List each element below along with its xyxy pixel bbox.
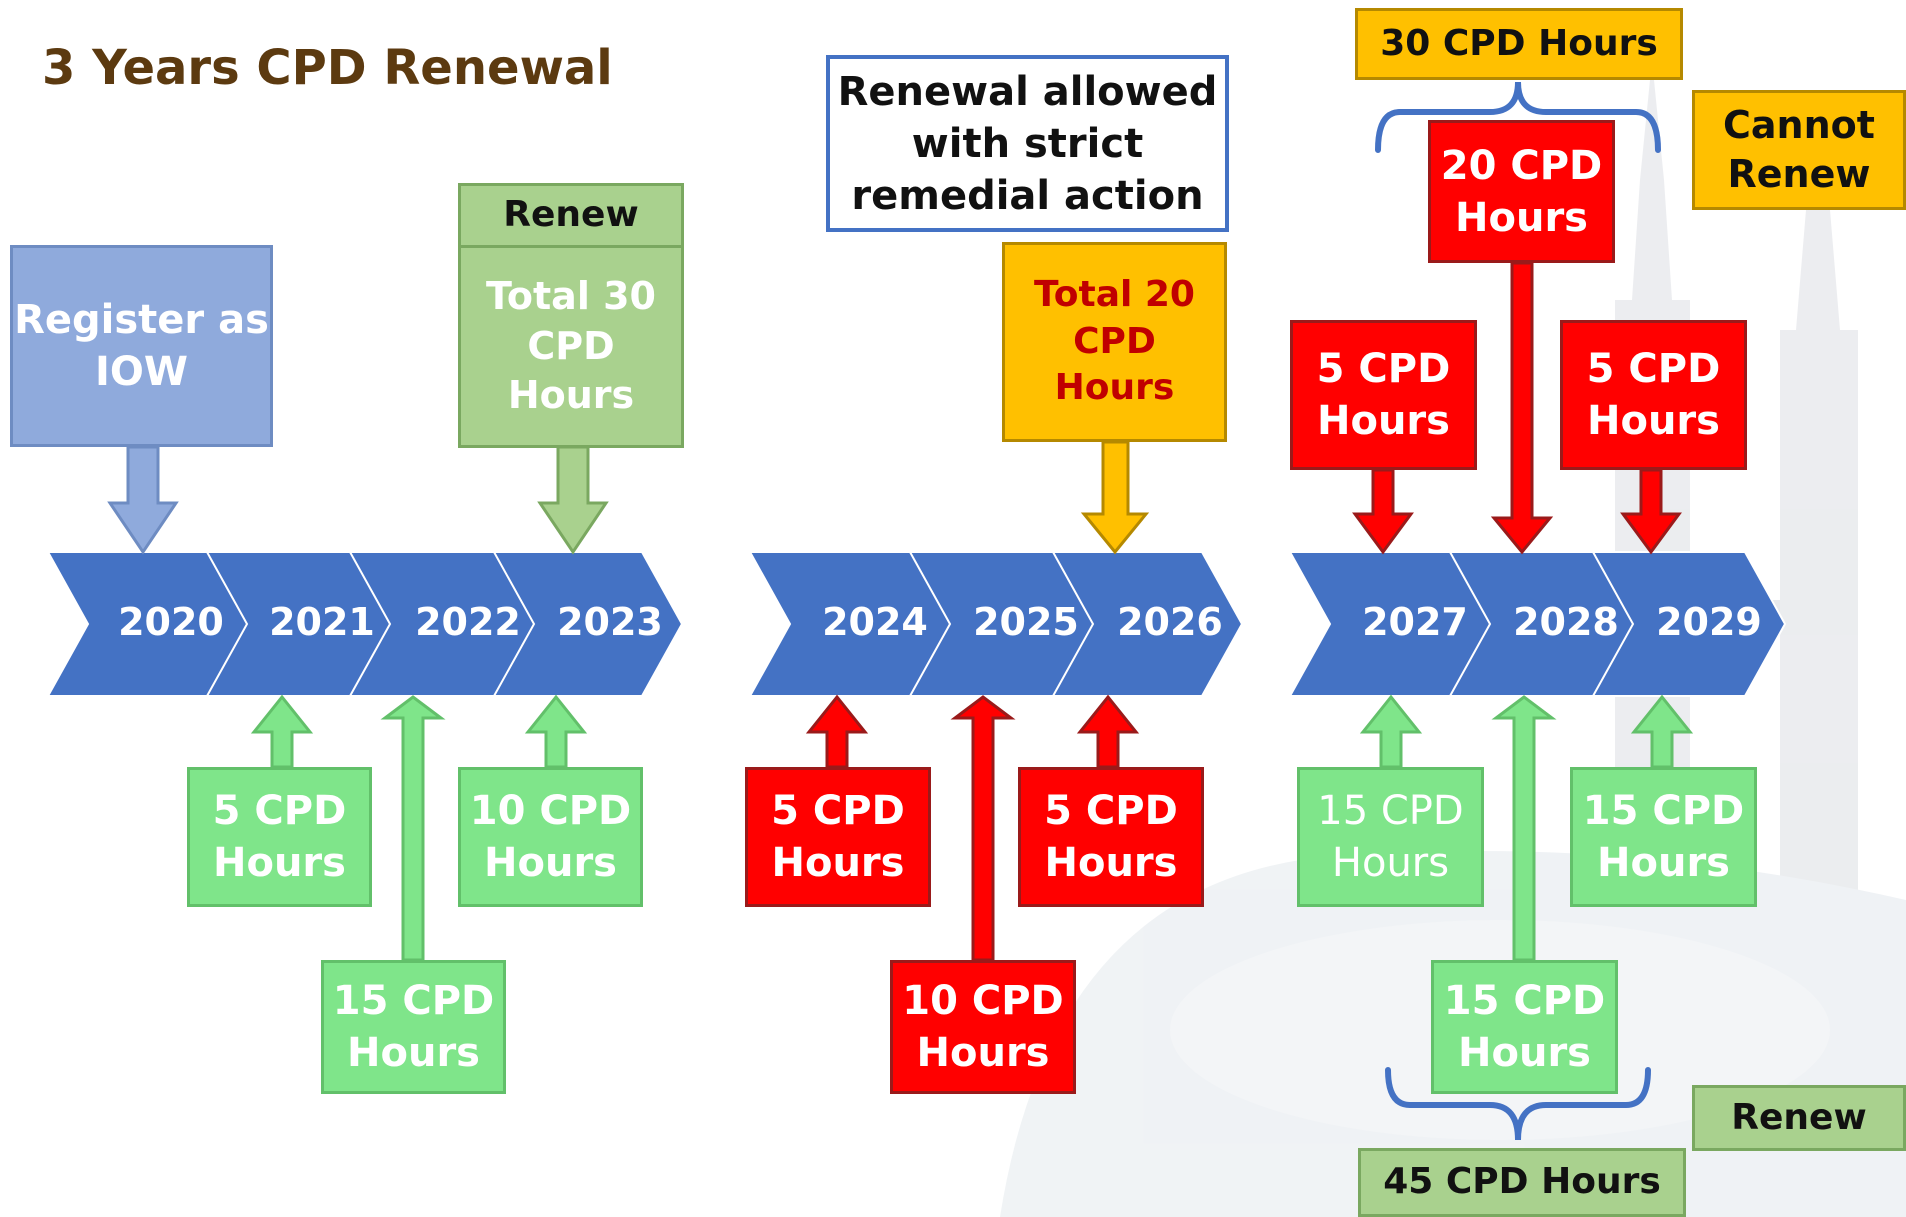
cpd-2026-line2: Hours [1044, 840, 1178, 886]
year-label-2026: 2026 [1117, 600, 1223, 644]
year-label-2023: 2023 [557, 600, 663, 644]
cpd-2026-line1: 5 CPD [1044, 788, 1178, 834]
bottom-total-45-box: 45 CPD Hours [1358, 1148, 1686, 1217]
bottom-brace [1385, 1067, 1651, 1141]
cpd-above-2027-line1: 5 CPD [1316, 346, 1451, 392]
arrow-register [107, 445, 179, 555]
total-30-line2: CPD [527, 323, 615, 368]
year-label-2020: 2020 [118, 600, 224, 644]
cannot-renew-line1: Cannot [1723, 102, 1875, 147]
year-label-2024: 2024 [822, 600, 928, 644]
cpd-below-2029-line1: 15 CPD [1582, 788, 1745, 834]
cpd-box-2026: 5 CPD Hours [1018, 767, 1204, 907]
cpd-below-2028-line2: Hours [1458, 1030, 1591, 1076]
year-label-2021: 2021 [269, 600, 375, 644]
cpd-2025-line1: 10 CPD [902, 978, 1064, 1024]
arrow-2021-below [250, 694, 314, 769]
cpd-above-2027: 5 CPD Hours [1290, 320, 1477, 470]
arrow-2028-below [1491, 695, 1557, 962]
cpd-below-2028: 15 CPD Hours [1431, 960, 1618, 1094]
up-arrows [250, 694, 1694, 962]
total-30-line3: Hours [507, 373, 635, 418]
cpd-box-2025: 10 CPD Hours [890, 960, 1076, 1094]
cannot-renew-line2: Renew [1727, 152, 1871, 196]
cpd-box-2021: 5 CPD Hours [187, 767, 372, 907]
cpd-2022-line2: Hours [347, 1030, 480, 1076]
chevron-2026 [1051, 551, 1244, 697]
arrow-2025-below [950, 695, 1016, 962]
arrow-2029-above [1620, 468, 1682, 555]
total-20-line1: Total 20 [1034, 273, 1195, 315]
cpd-below-2027: 15 CPD Hours [1297, 767, 1484, 907]
total-20-box: Total 20 CPD Hours [1002, 242, 1227, 442]
year-label-2028: 2028 [1513, 600, 1619, 644]
cpd-2025-line2: Hours [916, 1030, 1050, 1076]
remedial-note-line3: remedial action [851, 172, 1204, 219]
cpd-below-2029: 15 CPD Hours [1570, 767, 1757, 907]
cpd-above-2029-line2: Hours [1587, 398, 1720, 444]
remedial-note-line1: Renewal allowed [837, 68, 1218, 115]
cpd-above-2028-line2: Hours [1455, 194, 1588, 241]
cpd-2021-line2: Hours [213, 840, 346, 886]
renew-header-label: Renew [503, 194, 639, 236]
cpd-below-2027-line1: 15 CPD [1317, 788, 1464, 834]
cpd-above-2027-line2: Hours [1317, 398, 1450, 444]
cpd-2021-line1: 5 CPD [212, 788, 347, 834]
arrow-2024-below [805, 694, 869, 769]
cpd-below-2027-line2: Hours [1331, 840, 1450, 886]
year-label-2025: 2025 [973, 600, 1079, 644]
braces [1375, 81, 1661, 1141]
register-box: Register as IOW [10, 245, 273, 447]
remedial-note-line2: with strict [911, 120, 1144, 167]
renew-header-2023: Renew [458, 183, 684, 248]
cpd-2023-line2: Hours [484, 840, 617, 886]
arrow-total-2026 [1080, 440, 1150, 555]
cpd-above-2028-line1: 20 CPD [1440, 142, 1603, 189]
arrow-2026-below [1076, 694, 1140, 769]
total-30-box: Total 30 CPD Hours [458, 245, 684, 448]
renew-cycle3-label: Renew [1731, 1096, 1867, 1138]
arrow-2023-below [524, 694, 588, 769]
total-20-line3: Hours [1054, 367, 1175, 409]
chevron-2029 [1591, 551, 1787, 697]
arrow-2029-below [1630, 694, 1694, 769]
page-title: 3 Years CPD Renewal [42, 40, 613, 96]
cpd-below-2029-line2: Hours [1597, 840, 1730, 886]
chevron-2023 [492, 551, 684, 697]
arrow-renew-2023 [537, 445, 609, 555]
cpd-above-2029: 5 CPD Hours [1560, 320, 1747, 470]
top-brace [1375, 81, 1661, 153]
arrow-2022-below [380, 695, 446, 962]
cpd-2022-line1: 15 CPD [332, 978, 495, 1024]
total-20-line2: CPD [1073, 320, 1156, 362]
register-line2: IOW [94, 349, 188, 395]
cpd-above-2029-line1: 5 CPD [1586, 346, 1721, 392]
cpd-box-2022: 15 CPD Hours [321, 960, 506, 1094]
arrow-2027-below [1359, 694, 1423, 769]
cpd-above-2028: 20 CPD Hours [1428, 120, 1615, 263]
cannot-renew-box: Cannot Renew [1692, 90, 1906, 210]
year-label-2027: 2027 [1362, 600, 1468, 644]
top-total-30-box: 30 CPD Hours [1355, 8, 1683, 80]
remedial-note-box: Renewal allowed with strict remedial act… [826, 55, 1229, 232]
total-30-line1: Total 30 [486, 274, 656, 319]
cpd-below-2028-line1: 15 CPD [1443, 978, 1606, 1024]
arrow-2028-above [1490, 261, 1554, 555]
register-line1: Register as [14, 297, 269, 343]
renew-box-cycle3: Renew [1692, 1085, 1906, 1151]
bottom-total-45-label: 45 CPD Hours [1383, 1161, 1661, 1203]
cpd-box-2023: 10 CPD Hours [458, 767, 643, 907]
year-label-2029: 2029 [1656, 600, 1762, 644]
cpd-2023-line1: 10 CPD [469, 788, 632, 834]
cpd-2024-line2: Hours [771, 840, 905, 886]
arrow-2027-above [1352, 468, 1414, 555]
cpd-2024-line1: 5 CPD [771, 788, 905, 834]
down-arrows [107, 261, 1682, 555]
chevron-row [46, 551, 1787, 697]
year-label-2022: 2022 [415, 600, 521, 644]
top-total-30-label: 30 CPD Hours [1380, 22, 1658, 64]
cpd-box-2024: 5 CPD Hours [745, 767, 931, 907]
